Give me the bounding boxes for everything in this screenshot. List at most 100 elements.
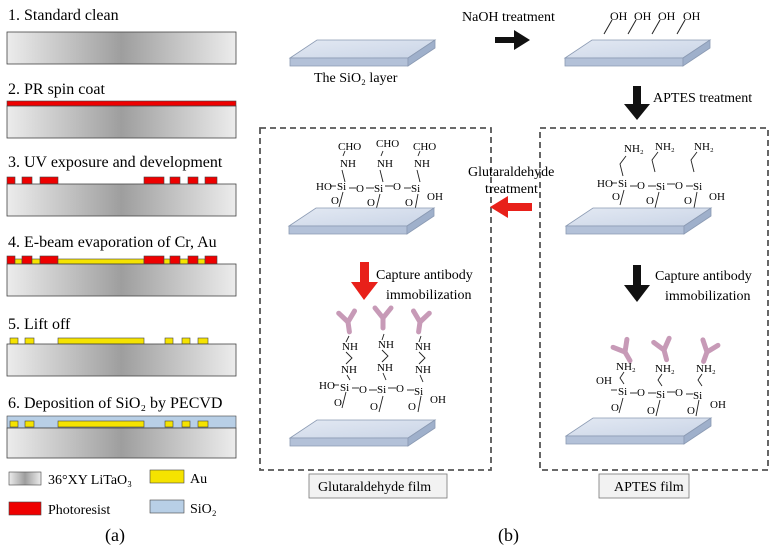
oh-3: OH — [658, 9, 676, 23]
svg-text:O: O — [637, 387, 645, 399]
svg-text:O: O — [612, 191, 620, 203]
svg-text:O: O — [637, 180, 645, 192]
oh-1: OH — [610, 9, 628, 23]
step-4-title: 4. E-beam evaporation of Cr, Au — [8, 234, 217, 251]
oh-2: OH — [634, 9, 652, 23]
svg-text:O: O — [359, 384, 367, 396]
svg-text:O: O — [684, 195, 692, 207]
svg-text:O: O — [405, 197, 413, 209]
glut-capture-arrow — [351, 262, 378, 300]
glut-slab-bottom — [289, 419, 436, 447]
step-3-substrate — [6, 183, 237, 217]
step-6-title: 6. Deposition of SiO₂ by PECVD — [8, 395, 222, 412]
svg-text:NH₂: NH₂ — [655, 141, 675, 153]
hydroxyl-groups — [603, 19, 686, 35]
antibody-icon — [375, 308, 391, 328]
svg-text:O: O — [356, 183, 364, 195]
sio2-layer-label: The SiO₂ layer — [314, 71, 398, 86]
svg-text:Si: Si — [337, 181, 346, 193]
aptes-film-label-box — [598, 473, 690, 499]
legend-sio2-label: SiO₂ — [190, 502, 217, 517]
svg-text:Si: Si — [656, 389, 665, 401]
glut-treatment-label-1: Glutaraldehyde — [468, 165, 554, 180]
svg-text:CHO: CHO — [376, 138, 399, 150]
glut-film-label: Glutaraldehyde film — [318, 480, 431, 495]
glut-molecule-bottom: NH NH NH NH NH NH HO Si O Si O Si OH O O… — [319, 308, 446, 413]
svg-text:NH₂: NH₂ — [655, 363, 675, 375]
svg-text:O: O — [687, 405, 695, 417]
svg-text:NH: NH — [341, 364, 357, 376]
legend-substrate-label: 36°XY LiTaO₃ — [48, 473, 132, 488]
svg-text:NH₂: NH₂ — [624, 143, 644, 155]
svg-text:NH: NH — [340, 158, 356, 170]
svg-text:O: O — [675, 180, 683, 192]
svg-text:O: O — [408, 401, 416, 413]
svg-text:NH₂: NH₂ — [616, 361, 636, 373]
step-1-title: 1. Standard clean — [8, 7, 119, 24]
svg-text:CHO: CHO — [413, 141, 436, 153]
naoh-arrow — [495, 30, 530, 50]
svg-text:O: O — [396, 383, 404, 395]
antibody-icon — [654, 338, 675, 361]
antibody-icon — [411, 311, 430, 333]
svg-text:O: O — [675, 387, 683, 399]
svg-text:OH: OH — [430, 394, 446, 406]
svg-text:NH: NH — [377, 362, 393, 374]
aptes-slab-top — [565, 207, 712, 235]
svg-text:O: O — [647, 405, 655, 417]
svg-text:CHO: CHO — [338, 141, 361, 153]
panel-a: 1. Standard clean 2. PR spin coat 3. UV … — [6, 7, 237, 546]
svg-text:O: O — [611, 402, 619, 414]
hydroxylated-slab — [564, 39, 711, 67]
step-2-substrate — [6, 105, 237, 139]
glutaraldehyde-box — [259, 127, 492, 471]
svg-text:O: O — [393, 181, 401, 193]
step-2-photoresist — [6, 100, 237, 107]
legend-photoresist-swatch — [8, 501, 42, 516]
svg-text:HO: HO — [316, 181, 332, 193]
svg-text:HO: HO — [597, 178, 613, 190]
svg-text:OH: OH — [427, 191, 443, 203]
svg-text:NH: NH — [378, 339, 394, 351]
aptes-capture-label-2: immobilization — [665, 289, 751, 304]
panel-a-label: (a) — [105, 525, 125, 546]
svg-text:O: O — [334, 397, 342, 409]
panel-b-label: (b) — [498, 525, 519, 546]
step-2-title: 2. PR spin coat — [8, 81, 105, 98]
legend-gold-swatch — [149, 469, 185, 484]
svg-text:O: O — [646, 195, 654, 207]
svg-text:Si: Si — [618, 386, 627, 398]
aptes-box — [539, 127, 769, 471]
legend-photoresist-label: Photoresist — [48, 503, 110, 518]
svg-text:OH: OH — [596, 375, 612, 387]
svg-text:Si: Si — [340, 382, 349, 394]
svg-text:NH: NH — [377, 158, 393, 170]
sio2-layer-slab — [289, 39, 436, 67]
glut-capture-label-2: immobilization — [386, 288, 472, 303]
glut-slab-top — [288, 207, 435, 235]
step-6-gold-pattern — [9, 420, 209, 428]
glut-capture-label-1: Capture antibody — [376, 268, 473, 283]
svg-text:Si: Si — [374, 183, 383, 195]
svg-text:Si: Si — [414, 386, 423, 398]
svg-text:O: O — [370, 401, 378, 413]
svg-text:NH: NH — [415, 341, 431, 353]
svg-text:HO: HO — [319, 380, 335, 392]
glut-molecule-top: CHO CHO CHO NH NH NH HO Si O Si O Si OH … — [316, 138, 443, 211]
svg-text:NH₂: NH₂ — [696, 363, 716, 375]
naoh-label: NaOH treatment — [462, 10, 555, 25]
aptes-molecule-top: NH₂ NH₂ NH₂ HO Si O Si O Si OH O O O — [597, 141, 725, 209]
aptes-molecule-bottom: NH₂ NH₂ NH₂ OH Si O Si O Si OH O O O — [596, 338, 726, 417]
step-5-gold-pattern — [9, 337, 209, 345]
panel-b: The SiO₂ layer NaOH treatment OH OH OH O… — [259, 9, 769, 546]
aptes-capture-label-1: Capture antibody — [655, 269, 752, 284]
svg-text:NH₂: NH₂ — [694, 141, 714, 153]
legend-sio2-swatch — [149, 499, 185, 514]
legend-substrate-swatch — [8, 471, 42, 486]
step-4-substrate — [6, 263, 237, 297]
antibody-icon — [339, 311, 358, 333]
svg-text:NH: NH — [342, 341, 358, 353]
aptes-slab-bottom — [565, 417, 712, 445]
aptes-film-label: APTES film — [614, 480, 684, 495]
svg-text:OH: OH — [710, 399, 726, 411]
